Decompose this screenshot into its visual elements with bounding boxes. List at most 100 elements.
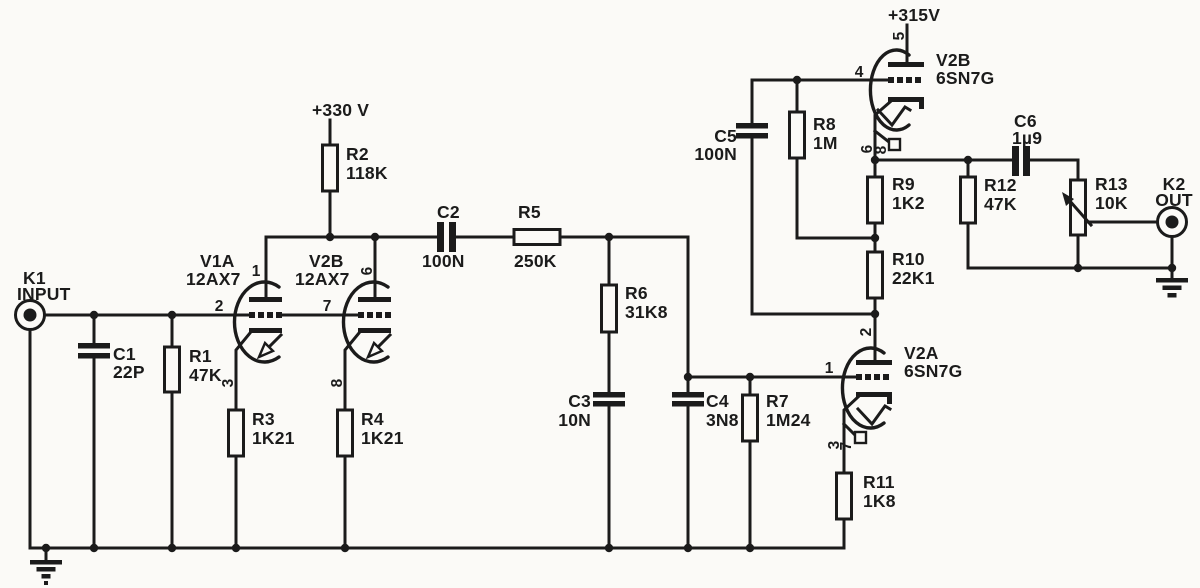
tube-v1b-type: 12AX7	[295, 269, 350, 289]
capacitor-c2-ref: C2	[437, 202, 460, 222]
resistor-r2-value: 118K	[346, 163, 388, 183]
cathode-hook	[919, 97, 924, 109]
resistor-R3: R3 1K21	[227, 408, 295, 458]
tube-v2b-ref: V2B	[936, 50, 971, 70]
capacitor-c6-ref: C6	[1014, 111, 1037, 131]
wire-r11	[842, 394, 861, 475]
wire-anode-bus	[264, 235, 858, 379]
capacitor-C4: C4 3N8	[672, 391, 739, 430]
heater-arrow-icon	[365, 340, 385, 360]
pin-v2b-grid: 4	[855, 64, 864, 81]
junction-dot	[604, 232, 614, 242]
ground-bar	[44, 581, 48, 585]
grid-icon	[856, 374, 889, 380]
junction-dot	[745, 372, 755, 382]
pin-v2b-aux: 8	[873, 145, 890, 154]
resistor-r9-ref: R9	[892, 174, 915, 194]
junction-dot	[963, 155, 973, 165]
pot-wiper-arrow-icon	[1062, 192, 1074, 206]
junction-dot	[370, 232, 380, 242]
tube-V2A: V2A 6SN7G 2 1 3 7	[825, 328, 963, 451]
resistor-r5-ref: R5	[518, 202, 541, 222]
resistor-r6-value: 31K8	[625, 302, 668, 322]
pot-wiper-line	[1066, 197, 1094, 228]
tube-v2a-type: 6SN7G	[904, 361, 962, 381]
wire-output-net	[873, 158, 1174, 280]
resistor-r13-value: 10K	[1095, 193, 1128, 213]
junction-dot	[167, 543, 177, 553]
grid-icon	[249, 312, 282, 318]
pin-v1a-anode: 1	[252, 263, 261, 280]
anode-plate-icon	[856, 360, 892, 365]
tube-v2a-ref: V2A	[904, 343, 939, 363]
junction-dot	[745, 543, 755, 553]
connector-k2-label: OUT	[1155, 190, 1193, 210]
junction-dot	[683, 372, 693, 382]
capacitor-C5: C5 100N	[694, 123, 768, 164]
resistor-R5: R5 250K	[512, 202, 562, 271]
heater-icon	[855, 404, 893, 427]
connector-K1: K1 INPUT	[14, 268, 70, 331]
capacitor-C3: C3 10N	[558, 391, 625, 430]
resistor-r8-value: 1M	[813, 133, 838, 153]
capacitor-c5-value: 100N	[694, 144, 737, 164]
ground-bar	[1162, 285, 1182, 290]
capacitor-c3-ref: C3	[568, 391, 591, 411]
capacitor-c1-ref: C1	[113, 344, 136, 364]
anode-plate-icon	[249, 297, 282, 302]
capacitor-c3-value: 10N	[558, 410, 591, 430]
junction-dot	[41, 543, 51, 553]
wire-grid-c5	[750, 78, 890, 316]
cathode-icon	[888, 97, 924, 102]
connector-k1-pin	[23, 308, 37, 322]
cathode-icon	[358, 328, 391, 333]
resistor-R10: R10 22K1	[866, 249, 935, 300]
tube-V2B: V2B 6SN7G 5 4 6 8	[855, 31, 995, 154]
tube-v2b-type: 6SN7G	[936, 68, 994, 88]
resistor-R9: R9 1K2	[866, 174, 925, 225]
capacitor-c4-ref: C4	[706, 391, 729, 411]
pin-v2b-anode: 5	[891, 31, 908, 40]
resistor-r7-ref: R7	[766, 391, 789, 411]
resistor-r3-ref: R3	[252, 409, 275, 429]
tube-v1a-ref: V1A	[200, 251, 235, 271]
capacitor-c6-value: 1µ9	[1012, 128, 1042, 148]
resistor-R7: R7 1M24	[741, 391, 811, 443]
ground-bar	[36, 567, 56, 572]
pin-v1b-anode: 6	[359, 266, 376, 275]
connector-K2: K2 OUT	[1155, 174, 1193, 238]
tube-envelope-icon	[840, 346, 886, 430]
resistor-r4-ref: R4	[361, 409, 384, 429]
resistor-r12-value: 47K	[984, 194, 1017, 214]
cathode-icon	[249, 328, 282, 333]
tube-envelope-icon	[232, 280, 281, 364]
junction-dot	[604, 543, 614, 553]
heater-lead	[375, 332, 393, 350]
connector-k2-ref: K2	[1163, 174, 1186, 194]
connector-k2-pin	[1165, 215, 1179, 229]
pin-v2b-cathode: 6	[859, 144, 876, 153]
cathode-hook	[887, 392, 892, 404]
resistor-r11-value: 1K8	[863, 491, 896, 511]
capacitor-c1-value: 22P	[113, 362, 145, 382]
junction-dot	[231, 543, 241, 553]
aux-pin-box-icon	[853, 430, 868, 445]
resistor-r11-ref: R11	[863, 472, 895, 492]
anode-plate-icon	[888, 62, 924, 67]
resistor-r7-value: 1M24	[766, 410, 811, 430]
resistor-R2: R2 118K	[321, 143, 388, 193]
resistor-r10-ref: R10	[892, 249, 925, 269]
capacitor-C1: C1 22P	[78, 343, 145, 382]
resistor-R6: R6 31K8	[600, 283, 668, 334]
capacitor-C2: C2 100N	[422, 202, 464, 271]
aux-pin-box-icon	[887, 137, 902, 152]
resistor-r4-value: 1K21	[361, 428, 404, 448]
resistor-r5-value: 250K	[514, 251, 557, 271]
pin-v2a-grid: 1	[825, 360, 834, 377]
junction-dot	[870, 309, 880, 319]
capacitor-c4-value: 3N8	[706, 410, 739, 430]
resistor-r6-ref: R6	[625, 283, 648, 303]
ground-bar	[30, 560, 62, 565]
